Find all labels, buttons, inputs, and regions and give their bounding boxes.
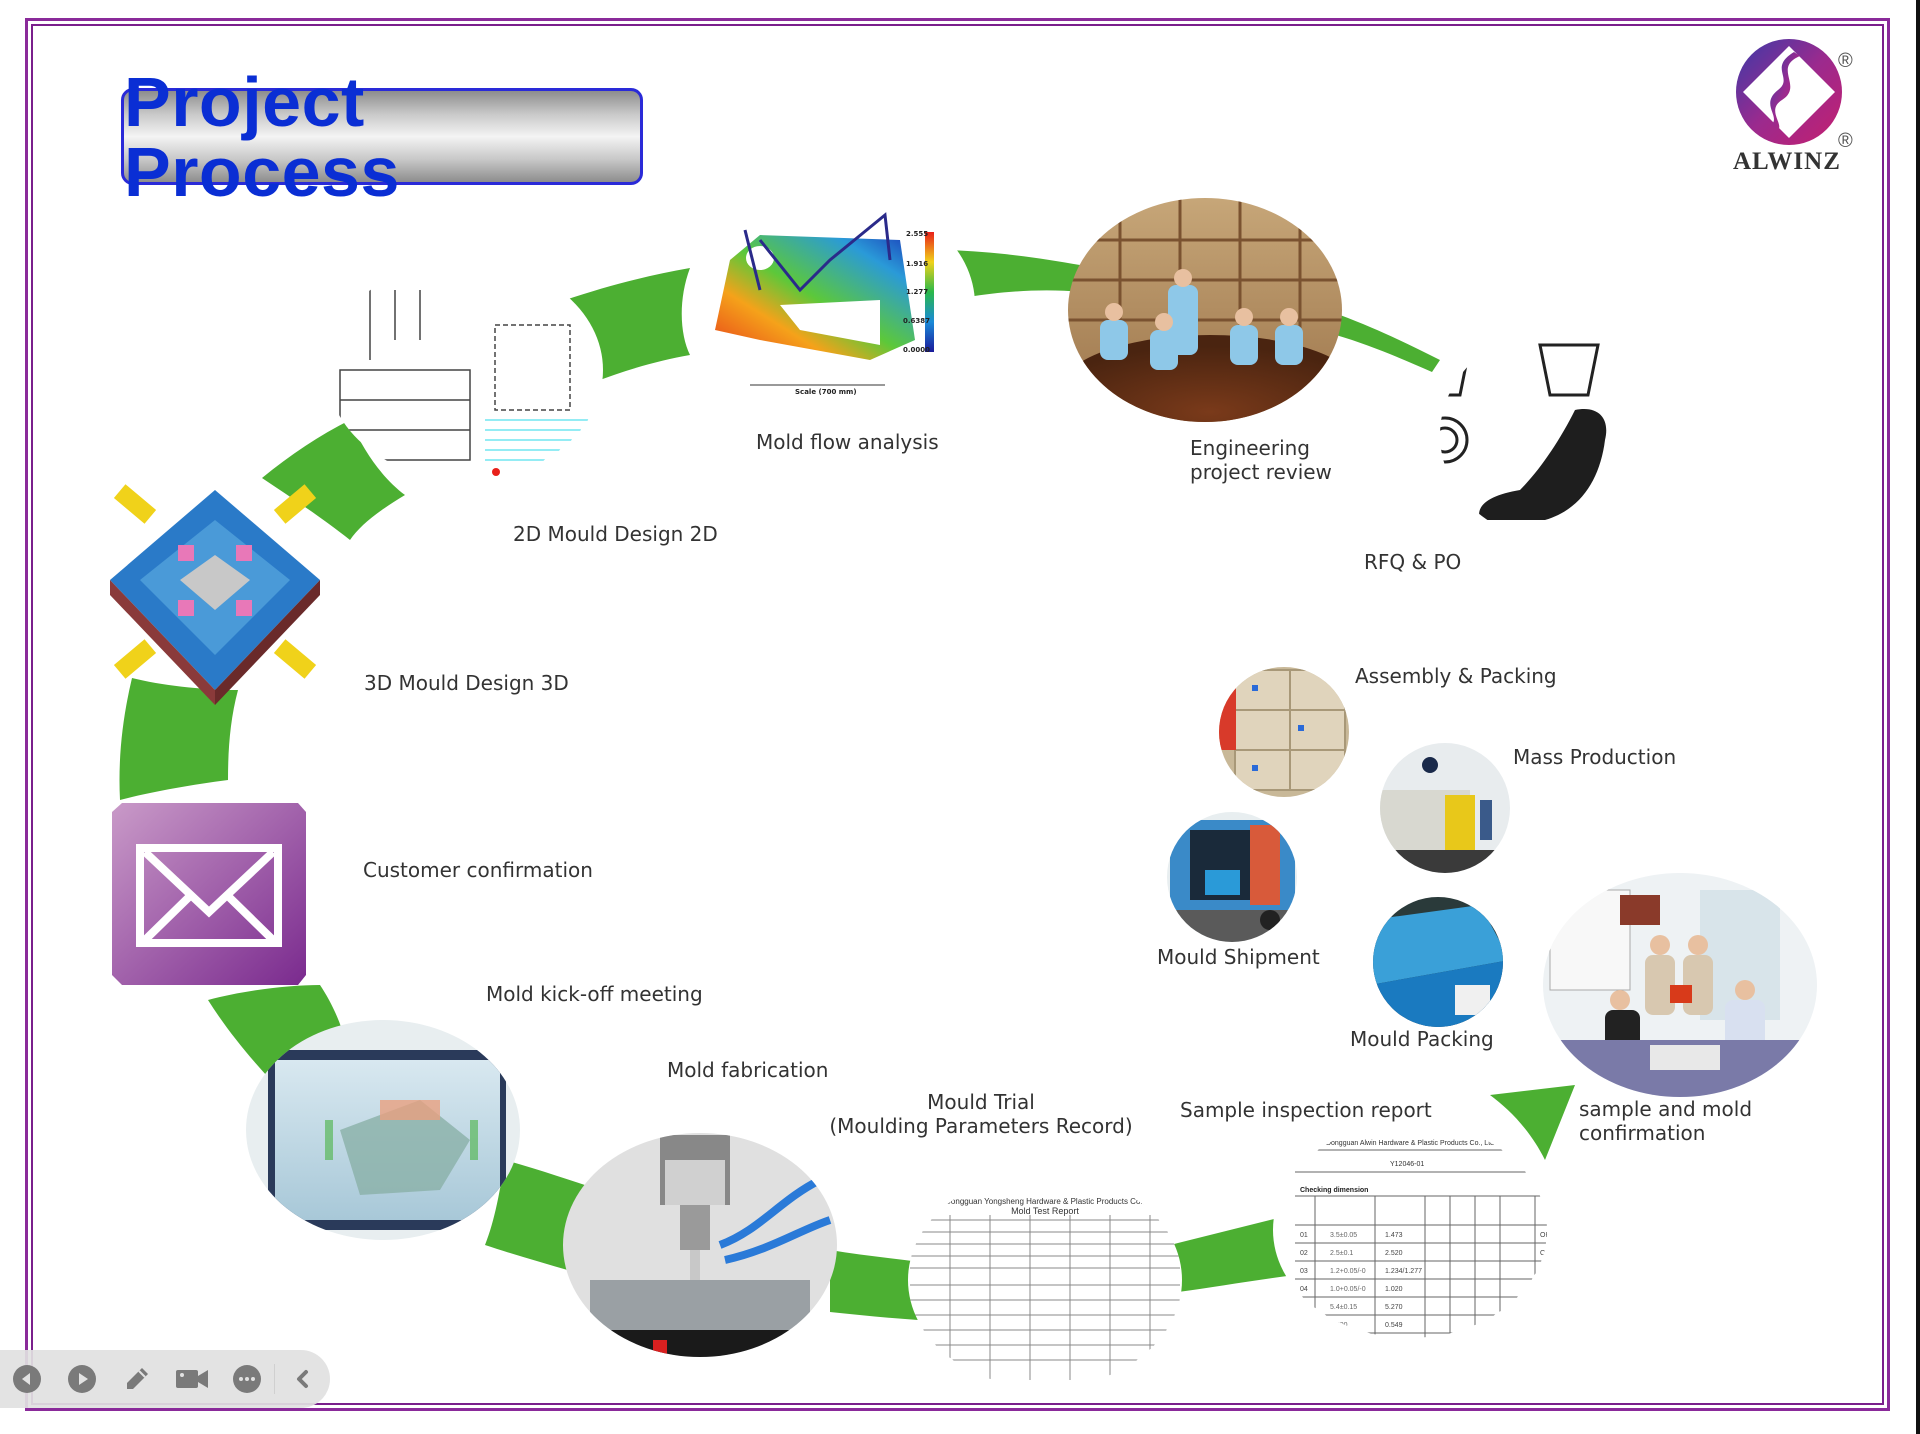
step-label-sample-confirmation-line1: sample and mold (1579, 1097, 1753, 1121)
scale-caption: Scale (700 mm) (795, 388, 857, 396)
step-label-mold-flow: Mold flow analysis (756, 430, 939, 454)
step-label-mold-fabrication: Mold fabrication (667, 1058, 829, 1082)
inspection-report-company: Dongguan Alwin Hardware & Plastic Produc… (1326, 1140, 1494, 1147)
inspection-cell: O (1540, 1304, 1546, 1311)
camera-button[interactable] (164, 1350, 219, 1408)
slide-frame-outer (25, 18, 1890, 1411)
inspection-cell: OK (1540, 1286, 1550, 1293)
step-label-customer-confirmation: Customer confirmation (363, 858, 593, 882)
step-label-mould-trial-line1: Mould Trial (927, 1090, 1035, 1114)
inspection-cell: 06 (1300, 1322, 1308, 1329)
rfq-po-image (1440, 330, 1670, 540)
mass-production-image (1380, 743, 1510, 873)
inspection-cell: 1.2+0.05/-0 (1330, 1268, 1366, 1275)
mould-shipment-image (1167, 812, 1297, 942)
step-label-mould-shipment: Mould Shipment (1157, 945, 1320, 969)
inspection-cell: 1.473 (1385, 1232, 1403, 1239)
inspection-cell: 1.0+0.05/-0 (1330, 1286, 1366, 1293)
2d-design-image (327, 260, 603, 480)
step-label-rfq-po: RFQ & PO (1364, 550, 1462, 574)
next-slide-button[interactable] (55, 1350, 110, 1408)
mold-report-company: Dongguan Yongsheng Hardware & Plastic Pr… (945, 1197, 1145, 1206)
step-label-mass-production: Mass Production (1513, 745, 1677, 769)
inspection-cell: 04 (1300, 1286, 1308, 1293)
window-edge (1916, 0, 1920, 1434)
more-dots-icon (232, 1365, 261, 1393)
inspection-cell: 1.020 (1385, 1286, 1403, 1293)
step-label-2d-design: 2D Mould Design 2D (513, 522, 718, 546)
chevron-left-icon (296, 1370, 308, 1388)
3d-design-image (110, 484, 320, 705)
step-label-3d-design: 3D Mould Design 3D (364, 671, 569, 695)
inspection-cell: 3.5±0.05 (1330, 1232, 1357, 1239)
inspection-cell: 02 (1300, 1250, 1308, 1257)
kickoff-meeting-image (246, 1020, 520, 1240)
title-banner: Project Process (121, 67, 643, 207)
step-label-mould-trial-line2: (Moulding Parameters Record) (829, 1114, 1133, 1138)
inspection-cell: OK (1540, 1250, 1550, 1257)
registered-mark-top: ® (1838, 50, 1853, 72)
pencil-icon (127, 1368, 149, 1389)
inspection-cell: 0.772 (1385, 1340, 1403, 1347)
slide-frame-inner (31, 24, 1884, 1405)
page-title: Project Process (124, 62, 400, 211)
inspection-cell: 0.500 (1330, 1322, 1348, 1329)
inspection-cell: 2.520 (1385, 1250, 1403, 1257)
step-label-mould-packing: Mould Packing (1350, 1027, 1494, 1051)
scale-value: 2.555 (906, 230, 928, 238)
inspection-cell: 03 (1300, 1268, 1308, 1275)
assembly-packing-image (1219, 667, 1349, 797)
scale-value: 0.0000 (903, 346, 930, 354)
presentation-toolbar (0, 1350, 330, 1408)
mold-report-title: Mold Test Report (1011, 1206, 1079, 1216)
brand-name: ALWINZ (1733, 148, 1841, 175)
inspection-cell: 01 (1300, 1232, 1308, 1239)
video-camera-icon (175, 1370, 208, 1388)
inspection-cell: OK (1540, 1232, 1550, 1239)
inspection-cell: NG (1540, 1268, 1551, 1275)
step-label-assembly-packing: Assembly & Packing (1355, 664, 1557, 688)
step-label-sample-confirmation-line2: confirmation (1579, 1121, 1706, 1145)
toolbar-separator (274, 1364, 276, 1394)
inspection-report-image: Dongguan Alwin Hardware & Plastic Produc… (1273, 1122, 1551, 1347)
inspection-cell: 1.234/1.277 (1385, 1268, 1422, 1275)
more-options-button[interactable] (219, 1350, 274, 1408)
inspection-section: Checking dimension (1300, 1187, 1368, 1194)
flow-scale-values: 2.555 1.916 1.277 0.6387 0.0000 Scale (7… (795, 230, 930, 396)
inspection-part-no: Y12046-01 (1390, 1161, 1424, 1168)
step-label-engineering-line2: project review (1190, 460, 1332, 484)
scale-value: 1.916 (906, 260, 928, 268)
pen-tool-button[interactable] (110, 1350, 165, 1408)
step-label-engineering-line1: Engineering (1190, 436, 1310, 460)
registered-mark-bottom: ® (1838, 130, 1853, 152)
inspection-cell: 05 (1300, 1304, 1308, 1311)
inspection-cell: 2.5±0.1 (1330, 1250, 1353, 1257)
step-label-sample-inspection: Sample inspection report (1180, 1098, 1432, 1122)
mold-flow-image (705, 195, 975, 415)
alwinz-logo-icon (1736, 39, 1842, 145)
scale-value: 0.6387 (903, 317, 930, 325)
collapse-toolbar-button[interactable] (275, 1350, 330, 1408)
inspection-cell: 0.8+1/-0.05 (1330, 1340, 1366, 1347)
inspection-cell: 5.4±0.15 (1330, 1304, 1357, 1311)
scale-value: 1.277 (906, 288, 928, 296)
engineering-review-image (1068, 198, 1342, 422)
previous-slide-button[interactable] (0, 1350, 55, 1408)
mold-test-report-image: Dongguan Yongsheng Hardware & Plastic Pr… (908, 1172, 1182, 1388)
mold-fabrication-image (563, 1133, 837, 1357)
prev-circle-icon (13, 1365, 42, 1393)
play-circle-icon (68, 1365, 97, 1393)
mould-packing-image (1373, 897, 1503, 1027)
sample-confirmation-image (1543, 873, 1817, 1097)
customer-confirmation-icon (112, 803, 306, 985)
inspection-cell: 5.270 (1385, 1304, 1403, 1311)
inspection-cell: 0.549 (1385, 1322, 1403, 1329)
inspection-cell: 07 (1300, 1340, 1308, 1347)
step-label-kickoff-meeting: Mold kick-off meeting (486, 982, 703, 1006)
